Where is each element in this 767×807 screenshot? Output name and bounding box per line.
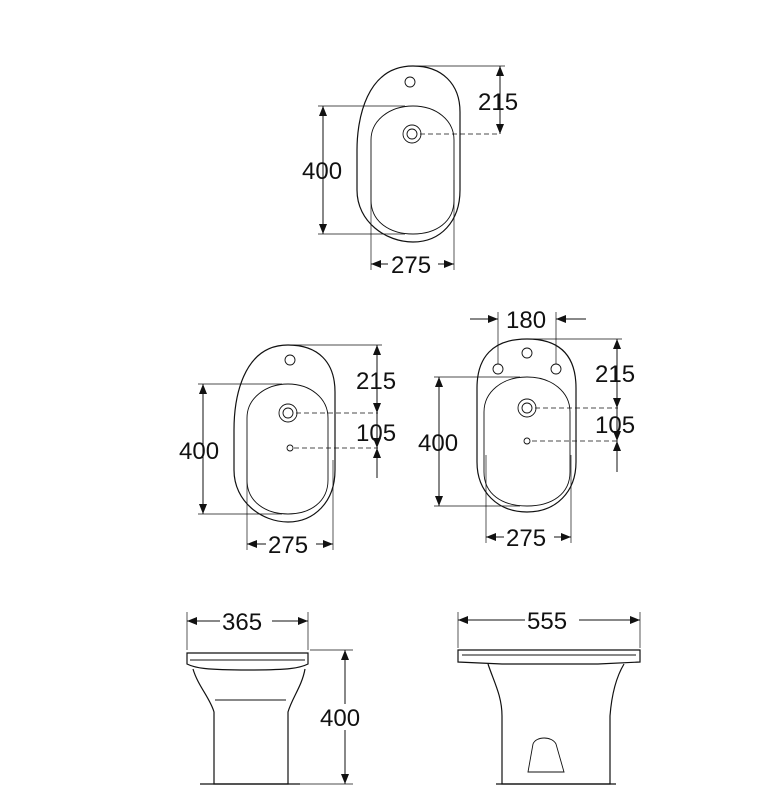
- drain-outer: [402, 124, 422, 144]
- tap-hole: [284, 354, 296, 366]
- bowl-inner: [246, 383, 329, 515]
- bowl-inner: [370, 105, 455, 235]
- width-label: 365: [222, 609, 262, 636]
- drain-outer: [517, 398, 537, 418]
- tap-hole-center: [521, 347, 533, 359]
- length-label: 400: [302, 158, 342, 185]
- height-label: 400: [320, 705, 360, 732]
- length-label: 400: [418, 430, 458, 457]
- hole-spacing-label: 180: [506, 307, 546, 334]
- width-label: 275: [391, 252, 431, 279]
- length-label: 400: [179, 438, 219, 465]
- side-view: 555: [457, 606, 641, 785]
- hole-offset-label: 215: [595, 361, 635, 388]
- inlet-opening: [527, 737, 565, 773]
- bowl-outline: [233, 344, 336, 523]
- top-view-single-hole: 215 400 275: [302, 65, 518, 279]
- width-label: 275: [268, 532, 308, 559]
- rim-outline: [457, 649, 641, 665]
- body-outline: [487, 663, 625, 785]
- bowl-outline: [356, 65, 461, 243]
- depth-label: 555: [527, 608, 567, 635]
- overflow-hole: [523, 437, 531, 445]
- drain-inner: [282, 407, 294, 419]
- drain-inner: [521, 402, 533, 414]
- width-label: 275: [506, 525, 546, 552]
- hole-offset-label: 215: [356, 368, 396, 395]
- front-view: 365 400: [186, 607, 372, 785]
- drain-outer: [278, 403, 298, 423]
- top-view-two-holes: 215 105 400 275: [179, 344, 396, 559]
- drain-inner: [406, 128, 418, 140]
- tap-hole-right: [550, 363, 562, 375]
- overflow-hole: [286, 444, 294, 452]
- drain-offset-label: 105: [595, 412, 635, 439]
- tap-hole-left: [492, 363, 504, 375]
- top-view-three-holes: 180 215 105 400 275: [418, 307, 635, 552]
- bowl-inner: [483, 376, 571, 507]
- tap-hole: [404, 76, 416, 88]
- hole-offset-label: 215: [478, 89, 518, 116]
- pedestal-outline: [192, 668, 306, 785]
- bowl-outline: [476, 338, 577, 513]
- drain-offset-label: 105: [356, 420, 396, 447]
- rim-outline: [186, 652, 309, 671]
